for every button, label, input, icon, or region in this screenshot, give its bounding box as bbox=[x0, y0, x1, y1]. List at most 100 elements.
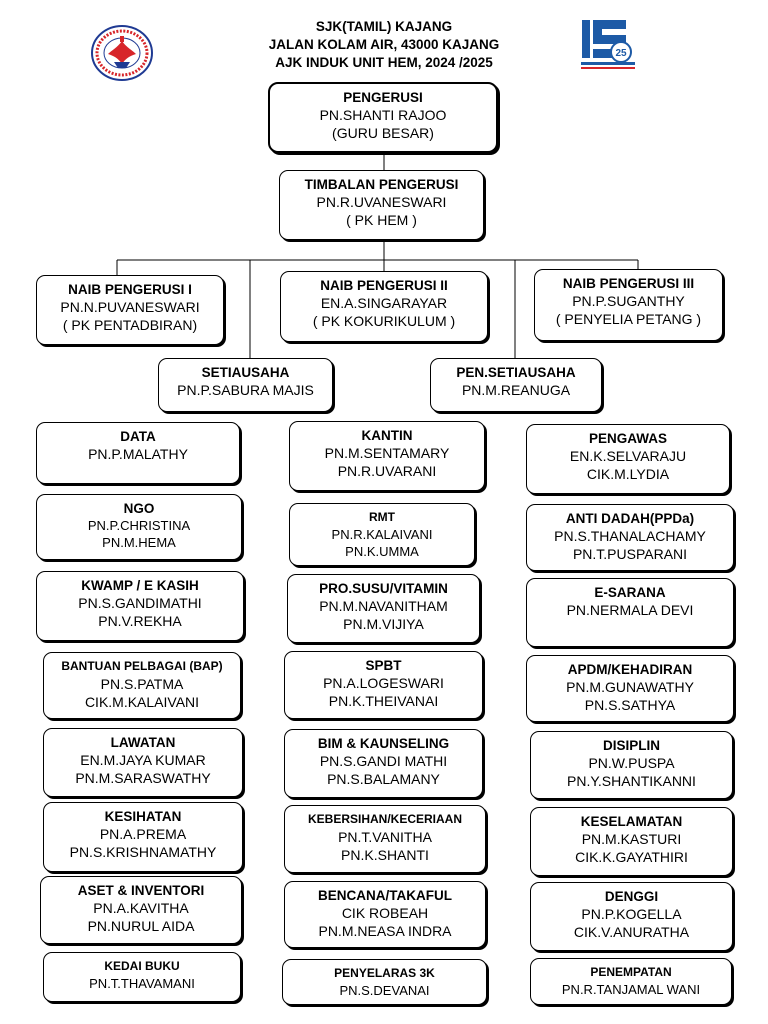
committee-member: PN.S.PATMA bbox=[100, 676, 184, 692]
committee-box: DATA PN.P.MALATHY bbox=[36, 422, 240, 484]
committee-member: PN.S.KRISHNAMATHY bbox=[69, 844, 217, 860]
committee-box: ANTI DADAH(PPDa) PN.S.THANALACHAMY PN.T.… bbox=[526, 504, 734, 571]
committee-box: PENEMPATAN PN.R.TANJAMAL WANI bbox=[530, 958, 732, 1005]
committee-member: PN.S.THANALACHAMY bbox=[554, 528, 706, 544]
committee-member: PN.S.BALAMANY bbox=[327, 771, 440, 787]
committee-title: KANTIN bbox=[361, 428, 413, 443]
committee-title: SPBT bbox=[365, 658, 402, 673]
committee-member: CIK.V.ANURATHA bbox=[573, 924, 690, 940]
committee-title: NGO bbox=[123, 501, 155, 516]
committee-title: ANTI DADAH(PPDa) bbox=[565, 511, 695, 526]
committee-box: LAWATAN EN.M.JAYA KUMAR PN.M.SARASWATHY bbox=[43, 728, 243, 797]
setiausaha-name: PN.P.SABURA MAJIS bbox=[177, 382, 314, 398]
setiausaha-title: SETIAUSAHA bbox=[201, 365, 290, 380]
committee-title: LAWATAN bbox=[110, 735, 176, 750]
committee-member: PN.K.SHANTI bbox=[341, 847, 429, 863]
pen-setiausaha-box: PEN.SETIAUSAHA PN.M.REANUGA bbox=[430, 358, 602, 412]
naib-pengerusi-2-box: NAIB PENGERUSI II EN.A.SINGARAYAR ( PK K… bbox=[280, 271, 488, 342]
committee-title: KESELAMATAN bbox=[580, 814, 683, 829]
timbalan-name: PN.R.UVANESWARI bbox=[316, 194, 447, 210]
committee-title: PENGAWAS bbox=[588, 431, 667, 446]
pen-setiausaha-title: PEN.SETIAUSAHA bbox=[456, 365, 576, 380]
naib1-name: PN.N.PUVANESWARI bbox=[60, 299, 200, 315]
pengerusi-title: PENGERUSI bbox=[343, 90, 423, 105]
naib3-role: ( PENYELIA PETANG ) bbox=[555, 311, 702, 327]
school-name: SJK(TAMIL) KAJANG bbox=[315, 19, 453, 34]
committee-title: ASET & INVENTORI bbox=[77, 883, 205, 898]
naib1-role: ( PK PENTADBIRAN) bbox=[62, 317, 198, 333]
pen-setiausaha-name: PN.M.REANUGA bbox=[461, 382, 571, 398]
committee-member: PN.W.PUSPA bbox=[588, 755, 675, 771]
committee-member: PN.T.PUSPARANI bbox=[572, 546, 688, 562]
timbalan-title: TIMBALAN PENGERUSI bbox=[304, 177, 459, 192]
school-address: JALAN KOLAM AIR, 43000 KAJANG bbox=[268, 37, 500, 52]
committee-title: PENEMPATAN bbox=[590, 965, 672, 979]
committee-member: CIK.K.GAYATHIRI bbox=[575, 849, 688, 865]
committee-member: PN.S.GANDI MATHI bbox=[319, 753, 448, 769]
committee-member: PN.M.SENTAMARY bbox=[324, 445, 450, 461]
committee-box: NGO PN.P.CHRISTINA PN.M.HEMA bbox=[36, 494, 242, 560]
committee-title: BENCANA/TAKAFUL bbox=[318, 888, 452, 903]
committee-title: BIM & KAUNSELING bbox=[317, 736, 450, 751]
committee-member: CIK.M.LYDIA bbox=[586, 466, 670, 482]
pengerusi-box: PENGERUSI PN.SHANTI RAJOO (GURU BESAR) bbox=[268, 82, 498, 153]
committee-member: PN.M.NAVANITHAM bbox=[319, 598, 448, 614]
timbalan-pengerusi-box: TIMBALAN PENGERUSI PN.R.UVANESWARI ( PK … bbox=[279, 170, 484, 240]
committee-member: PN.S.SATHYA bbox=[584, 697, 676, 713]
committee-member: PN.A.PREMA bbox=[99, 826, 187, 842]
committee-box: RMT PN.R.KALAIVANI PN.K.UMMA bbox=[289, 503, 475, 566]
committee-box: KESIHATAN PN.A.PREMA PN.S.KRISHNAMATHY bbox=[43, 802, 243, 872]
committee-member: PN.NERMALA DEVI bbox=[566, 602, 694, 618]
committee-box: PRO.SUSU/VITAMIN PN.M.NAVANITHAM PN.M.VI… bbox=[287, 574, 480, 643]
committee-member: PN.S.GANDIMATHI bbox=[78, 595, 202, 611]
committee-member: PN.A.LOGESWARI bbox=[323, 675, 444, 691]
committee-title: KWAMP / E KASIH bbox=[81, 578, 199, 593]
committee-title: APDM/KEHADIRAN bbox=[567, 662, 693, 677]
committee-title: DENGGI bbox=[604, 889, 659, 904]
setiausaha-box: SETIAUSAHA PN.P.SABURA MAJIS bbox=[158, 358, 333, 412]
committee-member: PN.R.KALAIVANI bbox=[331, 527, 433, 542]
pengerusi-name: PN.SHANTI RAJOO bbox=[319, 107, 447, 123]
committee-member: PN.R.UVARANI bbox=[337, 463, 437, 479]
committee-box: BENCANA/TAKAFUL CIK ROBEAH PN.M.NEASA IN… bbox=[284, 881, 486, 948]
committee-member: PN.M.GUNAWATHY bbox=[566, 679, 694, 695]
committee-box: KESELAMATAN PN.M.KASTURI CIK.K.GAYATHIRI bbox=[530, 807, 733, 876]
naib3-title: NAIB PENGERUSI III bbox=[562, 276, 695, 291]
committee-box: PENGAWAS EN.K.SELVARAJU CIK.M.LYDIA bbox=[526, 424, 730, 494]
committee-box: DENGGI PN.P.KOGELLA CIK.V.ANURATHA bbox=[530, 882, 733, 951]
committee-member: EN.K.SELVARAJU bbox=[569, 448, 687, 464]
committee-member: PN.S.DEVANAI bbox=[339, 983, 430, 998]
committee-box: KEBERSIHAN/KECERIAAN PN.T.VANITHA PN.K.S… bbox=[284, 805, 486, 873]
committee-title: AJK INDUK UNIT HEM, 2024 /2025 bbox=[275, 55, 493, 70]
committee-box: DISIPLIN PN.W.PUSPA PN.Y.SHANTIKANNI bbox=[530, 731, 733, 799]
committee-title: DISIPLIN bbox=[602, 738, 660, 753]
committee-member: PN.M.SARASWATHY bbox=[75, 770, 211, 786]
committee-member: PN.P.MALATHY bbox=[88, 446, 188, 462]
committee-member: CIK.M.KALAIVANI bbox=[84, 694, 200, 710]
committee-box: PENYELARAS 3K PN.S.DEVANAI bbox=[282, 959, 487, 1005]
committee-member: PN.Y.SHANTIKANNI bbox=[567, 773, 696, 789]
committee-title: RMT bbox=[369, 510, 395, 524]
committee-title: KESIHATAN bbox=[104, 809, 182, 824]
committee-box: KWAMP / E KASIH PN.S.GANDIMATHI PN.V.REK… bbox=[36, 571, 244, 641]
naib2-name: EN.A.SINGARAYAR bbox=[320, 295, 448, 311]
naib2-role: ( PK KOKURIKULUM ) bbox=[312, 313, 456, 329]
pengerusi-role: (GURU BESAR) bbox=[332, 125, 434, 141]
committee-title: PRO.SUSU/VITAMIN bbox=[319, 581, 448, 596]
committee-member: PN.R.TANJAMAL WANI bbox=[561, 982, 701, 997]
committee-member: PN.P.CHRISTINA bbox=[87, 518, 191, 533]
committee-member: PN.NURUL AIDA bbox=[87, 918, 195, 934]
committee-box: E-SARANA PN.NERMALA DEVI bbox=[526, 578, 734, 647]
svg-text:25: 25 bbox=[615, 48, 627, 59]
committee-member: PN.K.THEIVANAI bbox=[328, 693, 439, 709]
committee-title: KEDAI BUKU bbox=[104, 959, 180, 973]
timbalan-role: ( PK HEM ) bbox=[346, 212, 417, 228]
committee-title: PENYELARAS 3K bbox=[334, 966, 435, 980]
naib3-name: PN.P.SUGANTHY bbox=[572, 293, 685, 309]
committee-box: BANTUAN PELBAGAI (BAP) PN.S.PATMA CIK.M.… bbox=[43, 652, 241, 719]
committee-member: PN.M.KASTURI bbox=[581, 831, 682, 847]
school-crest-logo bbox=[90, 24, 154, 82]
committee-member: PN.P.KOGELLA bbox=[581, 906, 682, 922]
committee-member: CIK ROBEAH bbox=[341, 905, 429, 921]
